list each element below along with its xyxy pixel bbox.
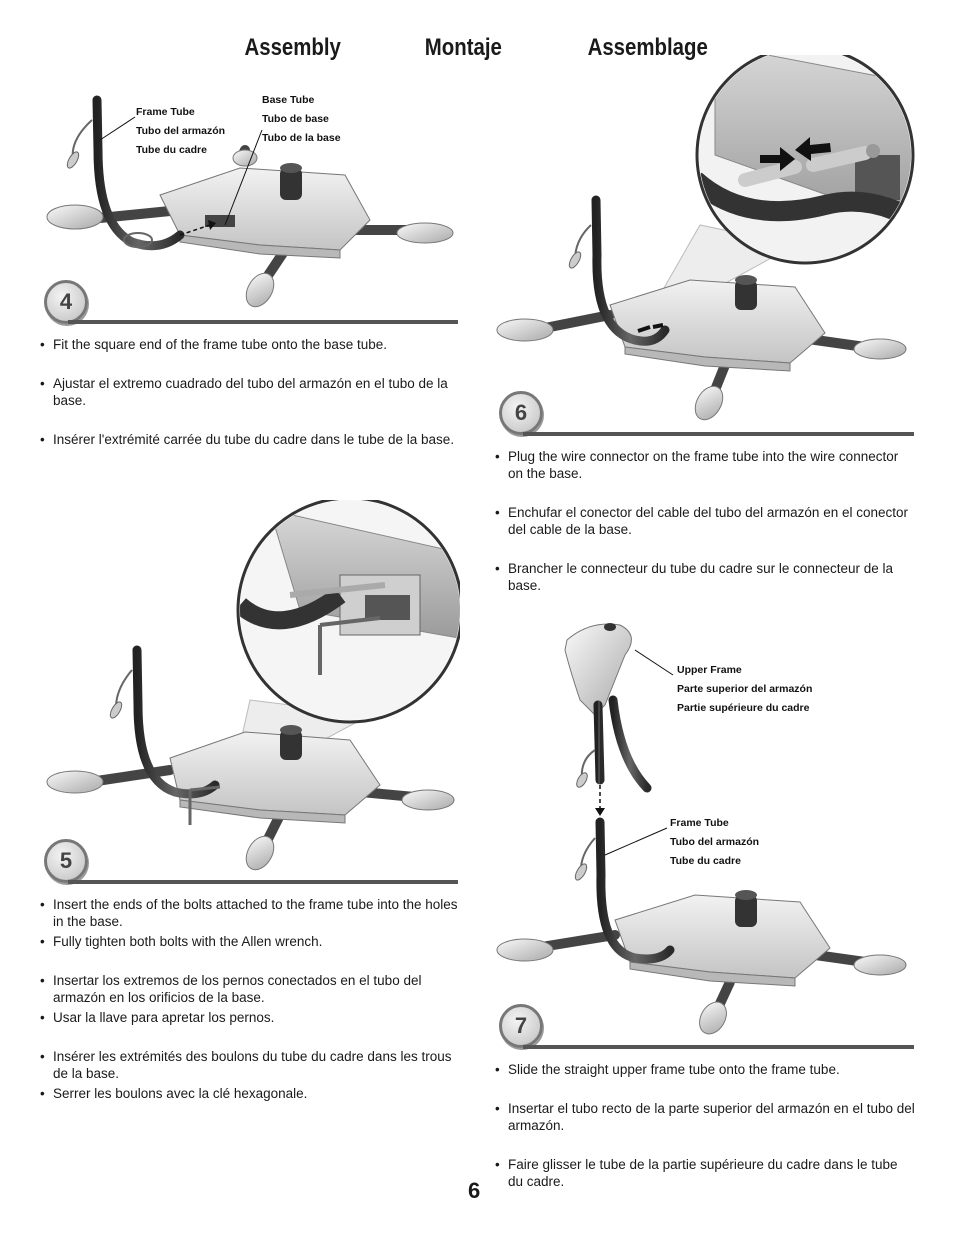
instruction-es: Insertar el tubo recto de la parte super… — [495, 1100, 915, 1134]
callout-line: Tube du cadre — [670, 855, 741, 867]
title-spanish: Montaje — [424, 34, 502, 61]
step-number-badge: 6 — [499, 391, 543, 435]
callout-line: Tubo del armazón — [136, 125, 226, 137]
instruction-en: Plug the wire connector on the frame tub… — [495, 448, 915, 482]
callout-line: Parte superior del armazón — [677, 683, 813, 695]
step-4-instructions: Fit the square end of the frame tube ont… — [40, 336, 460, 448]
callout-line: Tubo de base — [262, 113, 329, 125]
step-divider — [68, 320, 458, 324]
callout-line: Upper Frame — [677, 664, 742, 676]
step-number-badge: 7 — [499, 1004, 543, 1048]
callout-line: Frame Tube — [670, 817, 729, 829]
instruction-es: Insertar los extremos de los pernos cone… — [40, 972, 460, 1006]
callout-line: Partie supérieure du cadre — [677, 702, 810, 714]
instruction-fr: Brancher le connecteur du tube du cadre … — [495, 560, 915, 594]
step-number-badge: 5 — [44, 839, 88, 883]
instruction-es: Enchufar el conector del cable del tubo … — [495, 504, 915, 538]
step-number-badge: 4 — [44, 280, 88, 324]
page-title: Assembly Montaje Assemblage — [0, 34, 954, 62]
instruction-es: Ajustar el extremo cuadrado del tubo del… — [40, 375, 460, 409]
step-divider — [68, 880, 458, 884]
callout-line: Base Tube — [262, 94, 315, 106]
step-divider — [523, 1045, 914, 1049]
callout-base-tube: Base Tube Tubo de base Tubo de la base — [262, 91, 341, 148]
step-5-instructions: Insert the ends of the bolts attached to… — [40, 896, 460, 1102]
instruction-fr: Faire glisser le tube de la partie supér… — [495, 1156, 915, 1190]
callout-line: Frame Tube — [136, 106, 195, 118]
callout-frame-tube: Frame Tube Tubo del armazón Tube du cadr… — [670, 814, 759, 871]
callout-line: Tube du cadre — [136, 144, 207, 156]
instruction-en: Slide the straight upper frame tube onto… — [495, 1061, 915, 1078]
step-7-instructions: Slide the straight upper frame tube onto… — [495, 1061, 915, 1190]
step-6-illustration — [496, 55, 915, 421]
instruction-en: Fully tighten both bolts with the Allen … — [40, 933, 460, 950]
title-french: Assemblage — [587, 34, 708, 61]
instruction-fr: Insérer les extrémités des boulons du tu… — [40, 1048, 460, 1082]
step-5-illustration — [46, 500, 460, 871]
instruction-en: Fit the square end of the frame tube ont… — [40, 336, 460, 353]
instruction-fr: Serrer les boulons avec la clé hexagonal… — [40, 1085, 460, 1102]
callout-frame-tube: Frame Tube Tubo del armazón Tube du cadr… — [136, 103, 225, 160]
callout-upper-frame: Upper Frame Parte superior del armazón P… — [677, 661, 812, 718]
title-english: Assembly — [244, 34, 341, 61]
step-6-instructions: Plug the wire connector on the frame tub… — [495, 448, 915, 594]
step-7-illustration — [496, 623, 907, 1035]
instruction-es: Usar la llave para apretar los pernos. — [40, 1009, 460, 1026]
instruction-en: Insert the ends of the bolts attached to… — [40, 896, 460, 930]
instruction-fr: Insérer l'extrémité carrée du tube du ca… — [40, 431, 460, 448]
callout-line: Tubo del armazón — [670, 836, 760, 848]
callout-line: Tubo de la base — [262, 132, 341, 144]
page-number: 6 — [468, 1178, 481, 1203]
step-divider — [523, 432, 914, 436]
step-4-illustration — [46, 95, 454, 308]
